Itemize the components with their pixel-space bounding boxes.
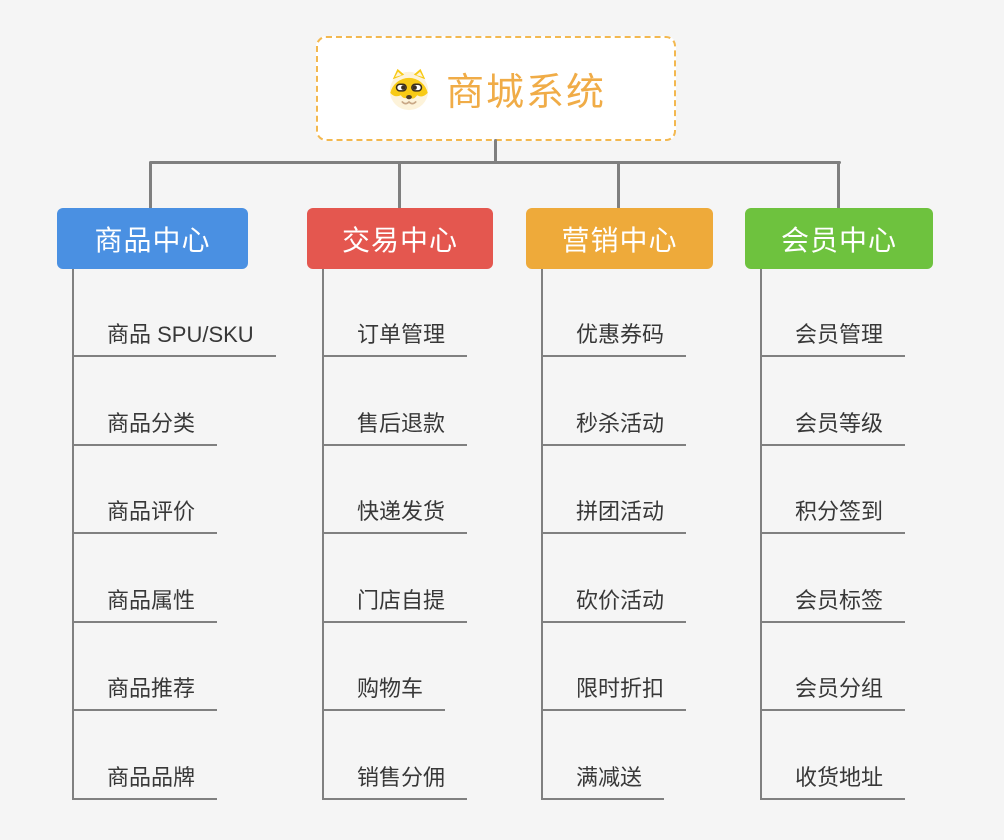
leaf-node[interactable]: 收货地址 (760, 765, 906, 800)
branch-node[interactable]: 交易中心 (307, 208, 493, 269)
leaf-node[interactable]: 售后退款 (322, 411, 468, 446)
leaf-node[interactable]: 商品属性 (72, 588, 218, 623)
branch-node[interactable]: 会员中心 (745, 208, 933, 269)
leaf-node[interactable]: 订单管理 (322, 322, 468, 357)
leaf-node[interactable]: 商品分类 (72, 411, 218, 446)
leaf-node[interactable]: 优惠券码 (541, 322, 687, 357)
leaf-node[interactable]: 商品 SPU/SKU (72, 322, 276, 357)
leaf-node[interactable]: 门店自提 (322, 588, 468, 623)
leaf-node[interactable]: 积分签到 (760, 499, 906, 534)
branch-node[interactable]: 营销中心 (526, 208, 713, 269)
branch-subtree: 优惠券码秒杀活动拼团活动砍价活动限时折扣满减送 (541, 269, 776, 800)
leaf-node[interactable]: 会员等级 (760, 411, 906, 446)
connector-root-stem (494, 139, 497, 163)
branch-subtree: 会员管理会员等级积分签到会员标签会员分组收货地址 (760, 269, 995, 800)
connector-bus (150, 161, 841, 164)
leaf-node[interactable]: 会员标签 (760, 588, 906, 623)
leaf-node[interactable]: 满减送 (541, 765, 665, 800)
leaf-node[interactable]: 秒杀活动 (541, 411, 687, 446)
branch-subtree: 商品 SPU/SKU 商品分类商品评价商品属性商品推荐商品品牌 (72, 269, 307, 800)
root-title: 商城系统 (445, 72, 606, 114)
leaf-node[interactable]: 砍价活动 (541, 588, 687, 623)
leaf-node[interactable]: 会员分组 (760, 676, 906, 711)
connector-drop (398, 161, 401, 209)
root-node[interactable]: 商城系统 (316, 36, 676, 141)
leaf-node[interactable]: 快递发货 (322, 499, 468, 534)
leaf-node[interactable]: 商品评价 (72, 499, 218, 534)
leaf-node[interactable]: 限时折扣 (541, 676, 687, 711)
leaf-node[interactable]: 拼团活动 (541, 499, 687, 534)
branch-subtree: 订单管理售后退款快递发货门店自提购物车销售分佣 (322, 269, 557, 800)
connector-drop (149, 161, 152, 209)
shiba-dog-icon (389, 68, 429, 110)
branch-node[interactable]: 商品中心 (57, 208, 248, 269)
leaf-node[interactable]: 商品品牌 (72, 765, 218, 800)
connector-drop (837, 161, 840, 209)
connector-drop (617, 161, 620, 209)
leaf-node[interactable]: 购物车 (322, 676, 446, 711)
leaf-node[interactable]: 销售分佣 (322, 765, 468, 800)
leaf-node[interactable]: 商品推荐 (72, 676, 218, 711)
leaf-node[interactable]: 会员管理 (760, 322, 906, 357)
